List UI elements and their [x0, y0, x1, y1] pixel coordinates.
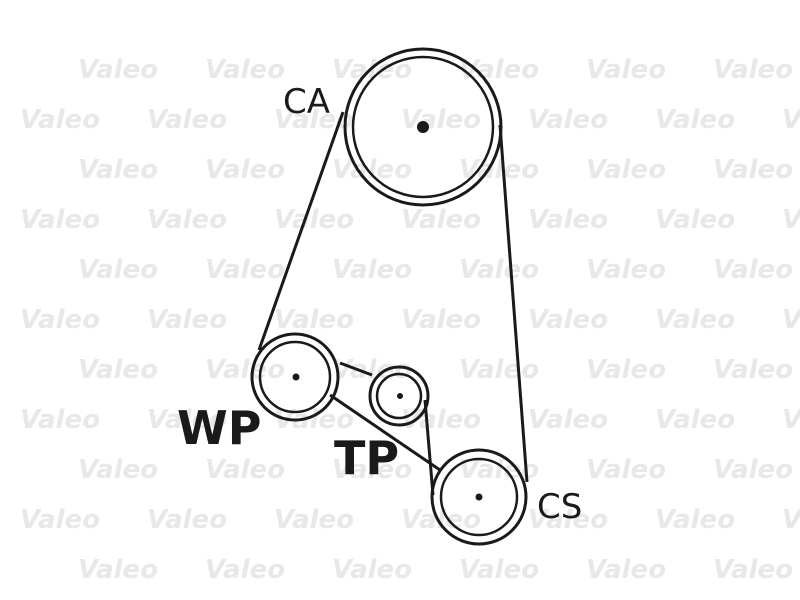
camshaft-pulley-outer — [343, 47, 503, 207]
tensioner-pulley — [368, 365, 430, 427]
watermark-logo: Valeo — [401, 305, 481, 335]
watermark-logo: Valeo — [332, 155, 412, 185]
watermark-logo: Valeo — [586, 55, 666, 85]
crankshaft-pulley — [430, 448, 528, 546]
water-pump-pulley-outer — [250, 332, 340, 422]
watermark-logo: Valeo — [655, 405, 735, 435]
watermark-logo: Valeo — [459, 55, 539, 85]
watermark-logo: Valeo — [586, 355, 666, 385]
watermark-logo: Valeo — [332, 255, 412, 285]
watermark-logo: Valeo — [78, 355, 158, 385]
watermark-logo: Valeo — [205, 155, 285, 185]
tensioner-pulley-outer — [368, 365, 430, 427]
watermark-logo: Valeo — [586, 155, 666, 185]
watermark-logo: Valeo — [401, 205, 481, 235]
label-cs: CS — [537, 487, 582, 527]
watermark-logo: Valeo — [332, 455, 412, 485]
camshaft-pulley-hub — [417, 121, 429, 133]
watermark-logo: Valeo — [782, 505, 800, 535]
belt-segment-wp-cs — [329, 393, 441, 472]
label-wp: WP — [177, 401, 261, 455]
watermark-logo: Valeo — [78, 555, 158, 585]
watermark-logo: Valeo — [713, 55, 793, 85]
watermark-logo: Valeo — [586, 255, 666, 285]
watermark-logo: Valeo — [528, 105, 608, 135]
crankshaft-pulley-inner — [439, 457, 519, 537]
watermark-logo: Valeo — [655, 205, 735, 235]
watermark-logo: Valeo — [713, 355, 793, 385]
crankshaft-pulley-outer — [430, 448, 528, 546]
watermark-logo: Valeo — [401, 505, 481, 535]
watermark-logo: Valeo — [78, 55, 158, 85]
watermark-logo: Valeo — [586, 555, 666, 585]
watermark-logo: Valeo — [20, 305, 100, 335]
camshaft-pulley — [343, 47, 503, 207]
watermark-logo: Valeo — [78, 155, 158, 185]
watermark-logo: Valeo — [205, 255, 285, 285]
watermark-logo: Valeo — [713, 455, 793, 485]
watermark-logo: Valeo — [147, 405, 227, 435]
watermark-logo: Valeo — [332, 555, 412, 585]
watermark-logo: Valeo — [205, 555, 285, 585]
water-pump-pulley-hub — [292, 373, 300, 381]
watermark-logo: Valeo — [20, 105, 100, 135]
label-tp: TP — [334, 431, 399, 485]
watermark-logo: Valeo — [20, 205, 100, 235]
watermark-logo: Valeo — [655, 505, 735, 535]
watermark-logo: Valeo — [274, 305, 354, 335]
watermark-logo: Valeo — [205, 455, 285, 485]
watermark-logo: Valeo — [147, 105, 227, 135]
watermark-logo: Valeo — [782, 105, 800, 135]
watermark-logo: Valeo — [20, 505, 100, 535]
watermark-logo: Valeo — [528, 305, 608, 335]
belt-segment-ca-wp — [257, 111, 345, 351]
watermark-logo: Valeo — [205, 355, 285, 385]
watermark-logo: Valeo — [147, 305, 227, 335]
watermark-logo: Valeo — [147, 205, 227, 235]
belt-segment-ca-cs — [498, 124, 529, 483]
watermark-logo: Valeo — [655, 305, 735, 335]
watermark-logo: Valeo — [528, 205, 608, 235]
watermark-logo: Valeo — [782, 405, 800, 435]
watermark-logo: Valeo — [459, 255, 539, 285]
watermark-logo: Valeo — [274, 205, 354, 235]
camshaft-pulley-inner — [351, 55, 495, 199]
watermark-logo: Valeo — [782, 305, 800, 335]
label-ca: CA — [283, 82, 330, 122]
watermark-logo: Valeo — [274, 505, 354, 535]
watermark-logo: Valeo — [528, 405, 608, 435]
watermark-logo: Valeo — [586, 455, 666, 485]
tensioner-pulley-hub — [397, 393, 403, 399]
timing-belt — [257, 111, 529, 496]
crankshaft-pulley-hub — [475, 493, 483, 501]
watermark-logo: Valeo — [78, 455, 158, 485]
watermark-logo: Valeo — [459, 555, 539, 585]
watermark-logo: Valeo — [782, 205, 800, 235]
watermark-logo: Valeo — [713, 555, 793, 585]
watermark-logo: Valeo — [20, 405, 100, 435]
watermark-logo: Valeo — [147, 505, 227, 535]
water-pump-pulley-inner — [258, 340, 332, 414]
watermark-logo: Valeo — [459, 355, 539, 385]
watermark-logo: Valeo — [332, 355, 412, 385]
belt-segment-wp-tp — [339, 361, 373, 377]
watermark-logo: Valeo — [78, 255, 158, 285]
watermark-logo: Valeo — [713, 155, 793, 185]
watermark-logo: Valeo — [205, 55, 285, 85]
watermark-logo: Valeo — [655, 105, 735, 135]
water-pump-pulley — [250, 332, 340, 422]
watermark-logo: Valeo — [528, 505, 608, 535]
watermark-logo: Valeo — [713, 255, 793, 285]
watermark-logo: Valeo — [459, 155, 539, 185]
tensioner-pulley-inner — [375, 372, 423, 420]
watermark-logo: Valeo — [401, 105, 481, 135]
belt-segment-tp-cs — [423, 399, 435, 496]
